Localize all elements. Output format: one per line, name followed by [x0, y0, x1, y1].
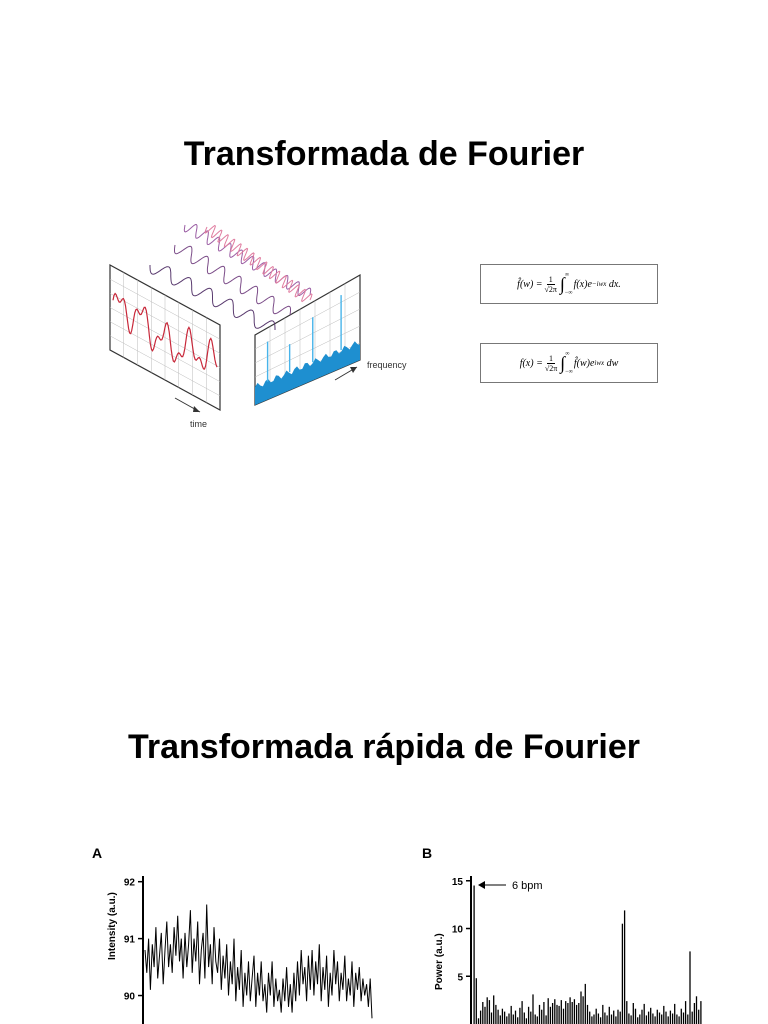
formula-exponent: iwx	[594, 359, 605, 367]
panel-b-ytick-label: 10	[452, 925, 464, 936]
intensity-series-line	[144, 904, 373, 1019]
sine-wave-3	[183, 223, 312, 297]
formula-lhs: f(x) =	[519, 357, 543, 369]
formula-differential: dx.	[608, 278, 621, 290]
panel-a-intensity-chart: A Intensity (a.u.) 90 91 92	[92, 845, 373, 1024]
panel-a-ytick-label: 91	[124, 935, 136, 946]
frequency-arrow-icon	[334, 366, 358, 381]
fourier-transform-formula: f̂(w) = 1 √2π ∫ ∞−∞ f(x)e−iwx dx.	[480, 264, 658, 304]
fourier-illustration: time frequency	[109, 223, 407, 429]
panel-b-power-chart: B Power (a.u.) 5 10 15 6 bpm	[422, 845, 702, 1024]
formula-fraction: 1 √2π	[544, 274, 557, 294]
slide-title-fourier: Transformada de Fourier	[183, 135, 585, 173]
frequency-spectrum-fill	[255, 341, 360, 405]
integral-sign: ∫ ∞−∞	[559, 272, 573, 296]
sine-wave-1	[149, 265, 276, 330]
formula-lhs: f̂(w) =	[517, 278, 543, 290]
formula-integrand: f(x)e	[573, 278, 592, 290]
fft-figure: A Intensity (a.u.) 90 91 92 B Power (a.u.)…	[92, 845, 702, 1024]
time-signal-curve	[112, 292, 218, 370]
sine-wave-4	[204, 224, 313, 303]
annotation-6bpm: 6 bpm	[512, 880, 543, 892]
slide-title-fft: Transformada rápida de Fourier	[127, 728, 641, 766]
panel-a-ylabel: Intensity (a.u.)	[107, 892, 118, 960]
integral-sign: ∫ ∞−∞	[560, 351, 573, 375]
sine-wave-2	[174, 244, 291, 316]
time-domain-panel	[109, 263, 221, 412]
panel-a-ytick-label: 90	[124, 992, 136, 1003]
time-arrow-icon	[174, 397, 201, 413]
frequency-domain-panel	[254, 273, 361, 406]
formula-differential: dw	[606, 357, 619, 369]
panel-a-letter: A	[92, 845, 102, 861]
time-label: time	[190, 419, 207, 429]
formula-exponent: −iwx	[591, 280, 607, 288]
frequency-label: frequency	[367, 360, 407, 370]
panel-b-ytick-label: 15	[452, 877, 464, 888]
panel-b-ylabel: Power (a.u.)	[434, 933, 445, 990]
formula-integrand: f̂(w)e	[573, 357, 595, 369]
panel-b-letter: B	[422, 845, 432, 861]
panel-a-ytick-label: 92	[124, 878, 136, 889]
formula-fraction: 1 √2π	[544, 353, 558, 373]
panel-b-ytick-label: 5	[457, 972, 463, 983]
annotation-arrow-icon	[478, 881, 506, 889]
